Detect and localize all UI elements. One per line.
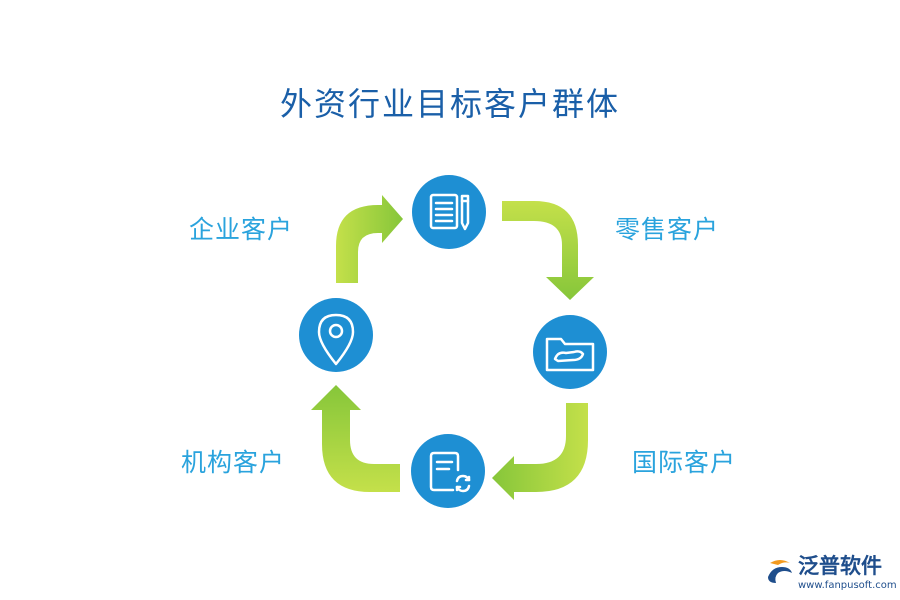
diagram-title: 外资行业目标客户群体 — [279, 85, 620, 123]
label-institution-customers: 机构客户 — [181, 448, 286, 477]
node-bottom — [411, 434, 485, 508]
arrow-top-to-right — [502, 201, 594, 300]
logo-name: 泛普软件 — [798, 554, 882, 578]
brand-logo: 泛普软件 www.fanpusoft.com — [764, 553, 897, 595]
node-top — [412, 175, 486, 249]
label-enterprise-customers: 企业客户 — [189, 215, 294, 244]
logo-url: www.fanpusoft.com — [798, 580, 897, 591]
node-left — [299, 298, 373, 372]
arrow-right-to-bottom — [492, 403, 588, 500]
label-retail-customers: 零售客户 — [615, 215, 720, 244]
label-international-customers: 国际客户 — [632, 448, 737, 477]
node-right — [533, 315, 607, 389]
document-refresh-icon — [429, 451, 471, 493]
document-pencil-icon — [429, 193, 470, 231]
location-pin-icon — [317, 313, 355, 366]
logo-mark-icon — [768, 560, 792, 583]
arrow-left-to-top — [336, 195, 403, 283]
arrow-bottom-to-left — [311, 385, 400, 492]
folder-shoe-icon — [545, 337, 595, 372]
